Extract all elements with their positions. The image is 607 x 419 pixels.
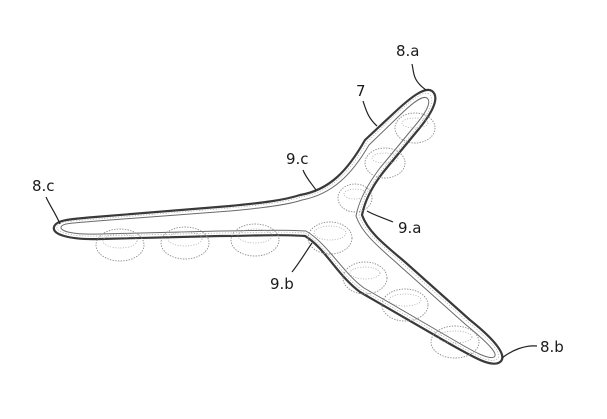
label-7: 7 bbox=[356, 82, 366, 100]
leader-8c bbox=[45, 196, 61, 225]
pad bbox=[364, 147, 406, 179]
body-outline-inner bbox=[60, 96, 496, 359]
reference-labels: 8.a 7 9.c 8.c 9.a 9.b 8.b bbox=[32, 42, 564, 356]
pad bbox=[394, 112, 436, 144]
label-8a: 8.a bbox=[396, 42, 420, 60]
pad bbox=[95, 228, 145, 262]
y-shaped-body bbox=[52, 88, 504, 365]
label-9b: 9.b bbox=[270, 275, 294, 293]
pad bbox=[230, 223, 280, 257]
label-9c: 9.c bbox=[286, 150, 309, 168]
pads bbox=[95, 112, 480, 359]
pad bbox=[342, 261, 388, 295]
body-outline-hatch bbox=[56, 92, 500, 361]
label-8b: 8.b bbox=[540, 338, 564, 356]
label-8c: 8.c bbox=[32, 177, 55, 195]
leader-8b bbox=[501, 345, 538, 359]
leader-lines bbox=[45, 63, 538, 359]
leader-8a bbox=[411, 63, 427, 91]
leader-9b bbox=[291, 242, 313, 273]
body-outline-outer bbox=[52, 88, 504, 365]
leader-9a bbox=[366, 210, 394, 223]
pad bbox=[337, 183, 373, 213]
pad bbox=[381, 288, 429, 322]
pad bbox=[430, 325, 480, 359]
leader-9c bbox=[302, 169, 317, 191]
pad bbox=[160, 226, 210, 260]
label-9a: 9.a bbox=[398, 219, 422, 237]
pad bbox=[307, 221, 353, 255]
leader-7 bbox=[362, 100, 378, 127]
